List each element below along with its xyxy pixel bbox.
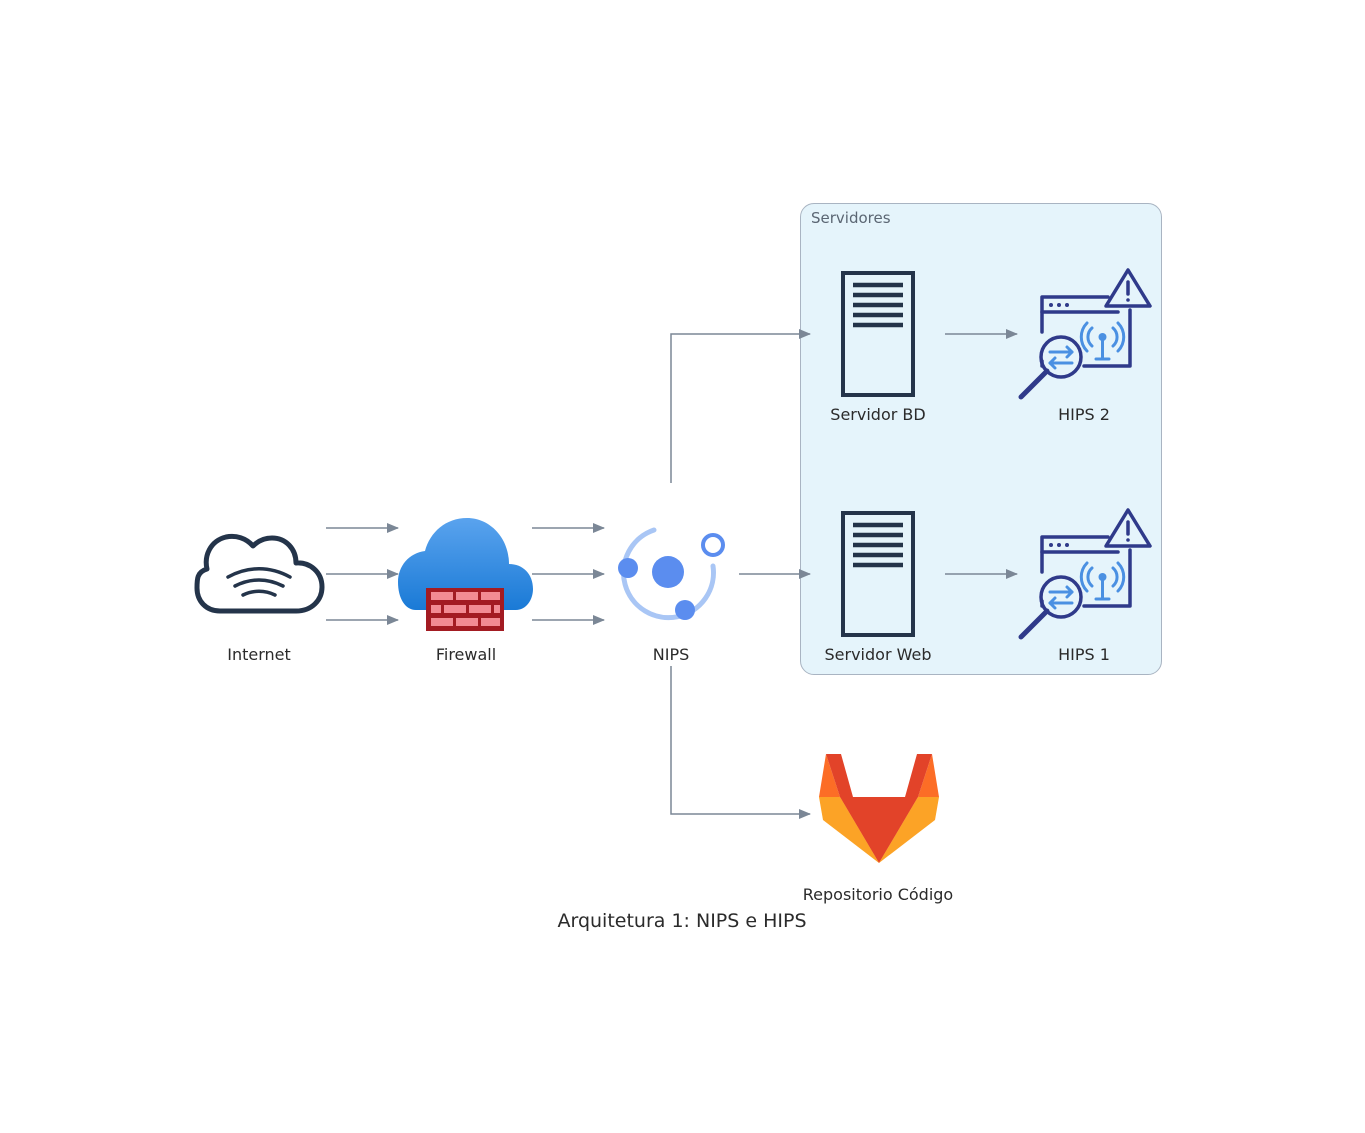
server-icon [841, 271, 915, 397]
cloud-firewall-icon [398, 518, 533, 631]
node-label-repositorio: Repositorio Código [802, 885, 954, 904]
gitlab-icon [819, 754, 939, 863]
node-label-hips1: HIPS 1 [1058, 645, 1110, 664]
node-label-internet: Internet [227, 645, 291, 664]
hips-monitor-icon [1018, 508, 1152, 640]
edges [326, 329, 1018, 819]
cluster-label: Servidores [811, 209, 891, 227]
nips-orbit-icon [618, 527, 725, 621]
node-label-nips: NIPS [652, 645, 690, 664]
hips-monitor-icon [1018, 268, 1152, 400]
diagram-caption: Arquitetura 1: NIPS e HIPS [557, 910, 807, 932]
cloud-wifi-icon [194, 533, 325, 614]
server-icon [841, 511, 915, 637]
node-label-hips2: HIPS 2 [1058, 405, 1110, 424]
servidores-cluster: Servidores [800, 203, 1162, 675]
node-label-servidor-bd: Servidor BD [830, 405, 926, 424]
edge-nips-servidor-bd [670, 329, 811, 483]
node-label-firewall: Firewall [435, 645, 497, 664]
edge-nips-repositorio [670, 666, 811, 819]
node-label-servidor-web: Servidor Web [824, 645, 932, 664]
